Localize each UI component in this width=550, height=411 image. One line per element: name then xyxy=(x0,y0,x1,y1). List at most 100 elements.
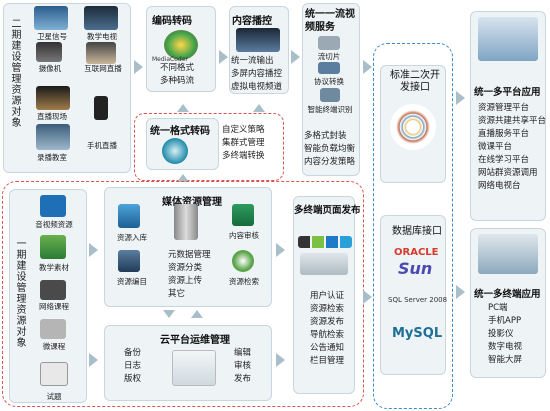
arrow-to-cloud-ops xyxy=(89,353,98,367)
arrow-to-multi-platform xyxy=(456,91,465,105)
multi-platform-title: 统一多平台应用 xyxy=(474,87,541,98)
multi-platform-line-4: 微课平台 xyxy=(478,142,513,152)
ingest-icon xyxy=(118,204,140,228)
multi-terminal-line-5: 智能大屏 xyxy=(488,355,523,365)
cloud-col2-line-2: 审核 xyxy=(234,361,252,371)
live-label: 互联网直播 xyxy=(84,64,122,73)
multi-terminal-line-3: 投影仪 xyxy=(488,329,514,339)
transcode-icon xyxy=(162,138,188,164)
media-mgmt-title: 媒体资源管理 xyxy=(162,197,222,208)
arrow-to-unified-video xyxy=(291,50,300,64)
multi-platform-line-1: 资源管理平台 xyxy=(478,103,530,113)
av-resource-label: 音视频资源 xyxy=(35,220,73,229)
classroom-label: 录播教室 xyxy=(37,153,67,162)
broadcast-line-2: 多屏内容播控 xyxy=(231,69,283,79)
satellite-icon xyxy=(34,6,68,30)
encode-line-2: 多种码流 xyxy=(160,76,195,86)
operator-icon xyxy=(172,350,216,386)
multi-page-line-4: 导航检索 xyxy=(310,330,345,340)
phase2-vertical-label: 二期建设管理资源对象 xyxy=(9,18,20,128)
broadcast-title: 内容播控 xyxy=(232,16,272,27)
broadcast-line-1: 统一流输出 xyxy=(231,56,274,66)
multi-platform-line-2: 资源共建共享平台 xyxy=(478,116,547,126)
search-label: 资源检索 xyxy=(229,277,259,286)
arrow-to-media-mgmt xyxy=(89,243,98,257)
broadcast-line-3: 虚拟电视频道 xyxy=(231,82,283,92)
mediacoder-icon xyxy=(164,30,198,60)
interfaces-dashed-frame xyxy=(373,43,453,409)
sun-logo: Sun xyxy=(398,259,433,278)
unified-format-line-1: 自定义策略 xyxy=(222,125,265,135)
camera-icon xyxy=(36,42,62,62)
protocol-label: 协议转换 xyxy=(314,77,344,86)
search-icon xyxy=(232,250,254,272)
av-resource-icon xyxy=(40,195,66,217)
tv-label: 教学电视 xyxy=(87,32,117,41)
phone-label: 手机直播 xyxy=(87,141,117,150)
unified-video-title: 统一一流视频服务 xyxy=(305,9,355,33)
review-label: 内容审核 xyxy=(229,231,259,240)
cloud-col2-line-1: 编辑 xyxy=(234,348,252,358)
media-center-line-3: 资源上传 xyxy=(168,276,203,286)
multi-page-line-6: 栏目管理 xyxy=(310,356,345,366)
slice-icon xyxy=(318,36,340,50)
media-center-line-1: 元数据管理 xyxy=(168,250,211,260)
cloud-col2-line-3: 发布 xyxy=(234,374,252,384)
multi-platform-line-5: 在线学习平台 xyxy=(478,155,530,165)
std-api-title: 标准二次开发接口 xyxy=(390,70,440,93)
multi-page-box xyxy=(293,196,355,394)
arrow-to-std-api xyxy=(363,60,372,74)
arrow-to-encode-up xyxy=(177,104,189,112)
slice-label: 流切片 xyxy=(317,52,341,61)
arrow-down-cloud xyxy=(163,310,175,318)
db-api-box xyxy=(380,215,446,375)
scene-label: 直播现场 xyxy=(37,112,67,121)
unified-format-title: 统一格式转码 xyxy=(150,126,210,137)
catalog-icon xyxy=(118,250,140,272)
unified-video-line-3: 内容分发策略 xyxy=(304,157,356,167)
multi-terminal-line-1: PC端 xyxy=(488,303,508,313)
db-api-title: 数据库接口 xyxy=(392,226,442,237)
multi-terminal-line-2: 手机APP xyxy=(488,316,522,326)
cloud-col1-line-3: 版权 xyxy=(124,374,142,384)
media-center-line-2: 资源分类 xyxy=(168,263,203,273)
arrow-to-multi-page-2 xyxy=(276,353,285,367)
sqlserver-logo: SQL Server 2008 xyxy=(388,296,448,304)
unified-format-dashed-frame xyxy=(134,113,284,181)
multi-page-line-2: 资源检索 xyxy=(310,304,345,314)
devices-icon xyxy=(300,253,348,275)
tv-icon xyxy=(84,6,118,30)
phone-icon xyxy=(94,96,108,120)
multi-platform-line-6: 网站群资源调用 xyxy=(478,168,538,178)
arrow-to-db-api xyxy=(363,290,372,304)
micro-course-icon xyxy=(40,319,66,339)
arrow-to-broadcast xyxy=(219,50,228,64)
satellite-label: 卫星信号 xyxy=(37,32,67,41)
mysql-logo: MySQL xyxy=(392,326,443,341)
multi-page-line-1: 用户认证 xyxy=(310,291,345,301)
arrow-to-multi-terminal xyxy=(456,285,465,299)
cloud-col1-line-1: 备份 xyxy=(124,348,142,358)
multi-page-title: 多终端页面发布 xyxy=(294,205,361,216)
server-icon xyxy=(174,204,198,240)
media-center-line-4: 其它 xyxy=(168,289,186,299)
platform-icons xyxy=(298,236,352,248)
terminal-devices-icon xyxy=(478,234,538,274)
arrow-to-broadcast-up xyxy=(253,104,265,112)
material-label: 教学素材 xyxy=(39,263,69,272)
phase1-vertical-label: 一期建设管理资源对象 xyxy=(14,238,25,348)
api-diagram-icon xyxy=(390,104,436,150)
mediacoder-logo-text: MediaCoder xyxy=(152,56,188,63)
cloud-ops-title: 云平台运维管理 xyxy=(160,335,230,346)
camera-label: 摄像机 xyxy=(38,64,62,73)
multi-page-line-5: 公告通知 xyxy=(310,343,345,353)
oracle-logo: ORACLE xyxy=(394,247,439,258)
unified-format-line-2: 集群式管理 xyxy=(222,138,265,148)
arrow-up-media xyxy=(191,310,203,318)
multi-device-icon xyxy=(478,17,538,61)
catalog-label: 资源编目 xyxy=(117,277,147,286)
unified-video-line-1: 多格式封装 xyxy=(304,131,347,141)
arrow-to-encode xyxy=(134,60,143,74)
exam-label: 试题 xyxy=(46,392,62,401)
cloud-col1-line-2: 日志 xyxy=(124,361,142,371)
